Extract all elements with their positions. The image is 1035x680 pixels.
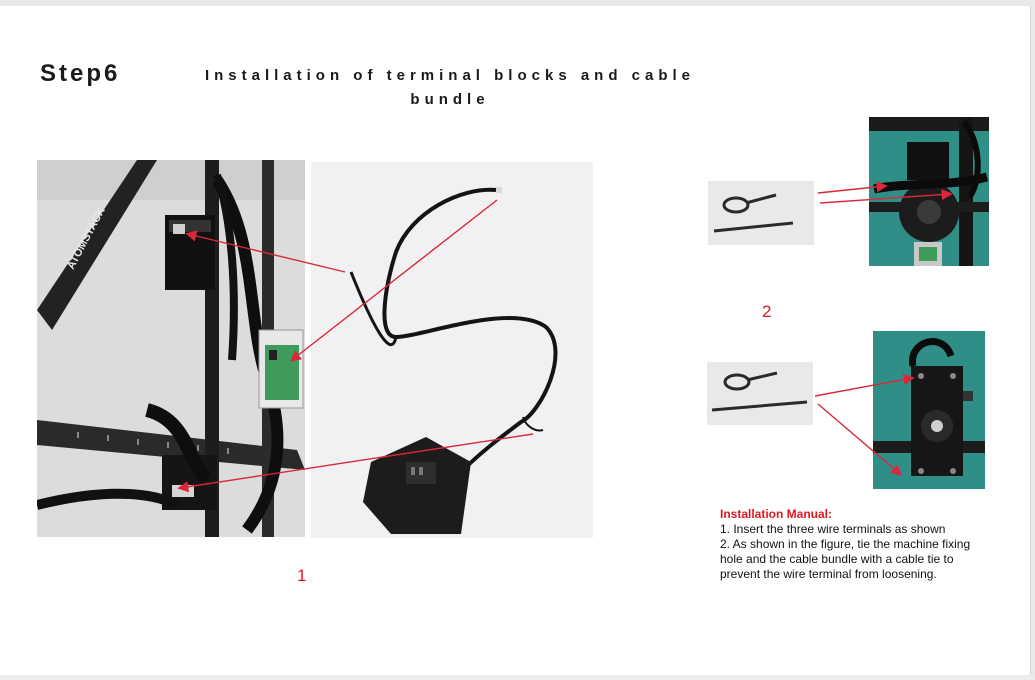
cable-bundle-photo: [311, 162, 593, 538]
machine-photo: ATOMSTACK: [37, 160, 305, 537]
step-title: Installation of terminal blocks and cabl…: [204, 67, 696, 108]
motor-tie-photo-bottom: [873, 331, 985, 489]
page-footer-bar: [0, 675, 1035, 680]
step-number: Step6: [40, 60, 121, 87]
manual-step-2: 2. As shown in the figure, tie the machi…: [720, 537, 971, 581]
cable-tie-photo-top: [708, 181, 814, 245]
installation-manual: Installation Manual: 1. Insert the three…: [720, 507, 985, 582]
figure-2-label: 2: [762, 302, 772, 321]
figure-1-label: 1: [297, 566, 307, 585]
manual-step-1: 1. Insert the three wire terminals as sh…: [720, 522, 946, 536]
cable-tie-photo-bottom: [707, 362, 813, 425]
motor-tie-photo-top: [869, 117, 989, 266]
manual-title: Installation Manual:: [720, 507, 833, 521]
